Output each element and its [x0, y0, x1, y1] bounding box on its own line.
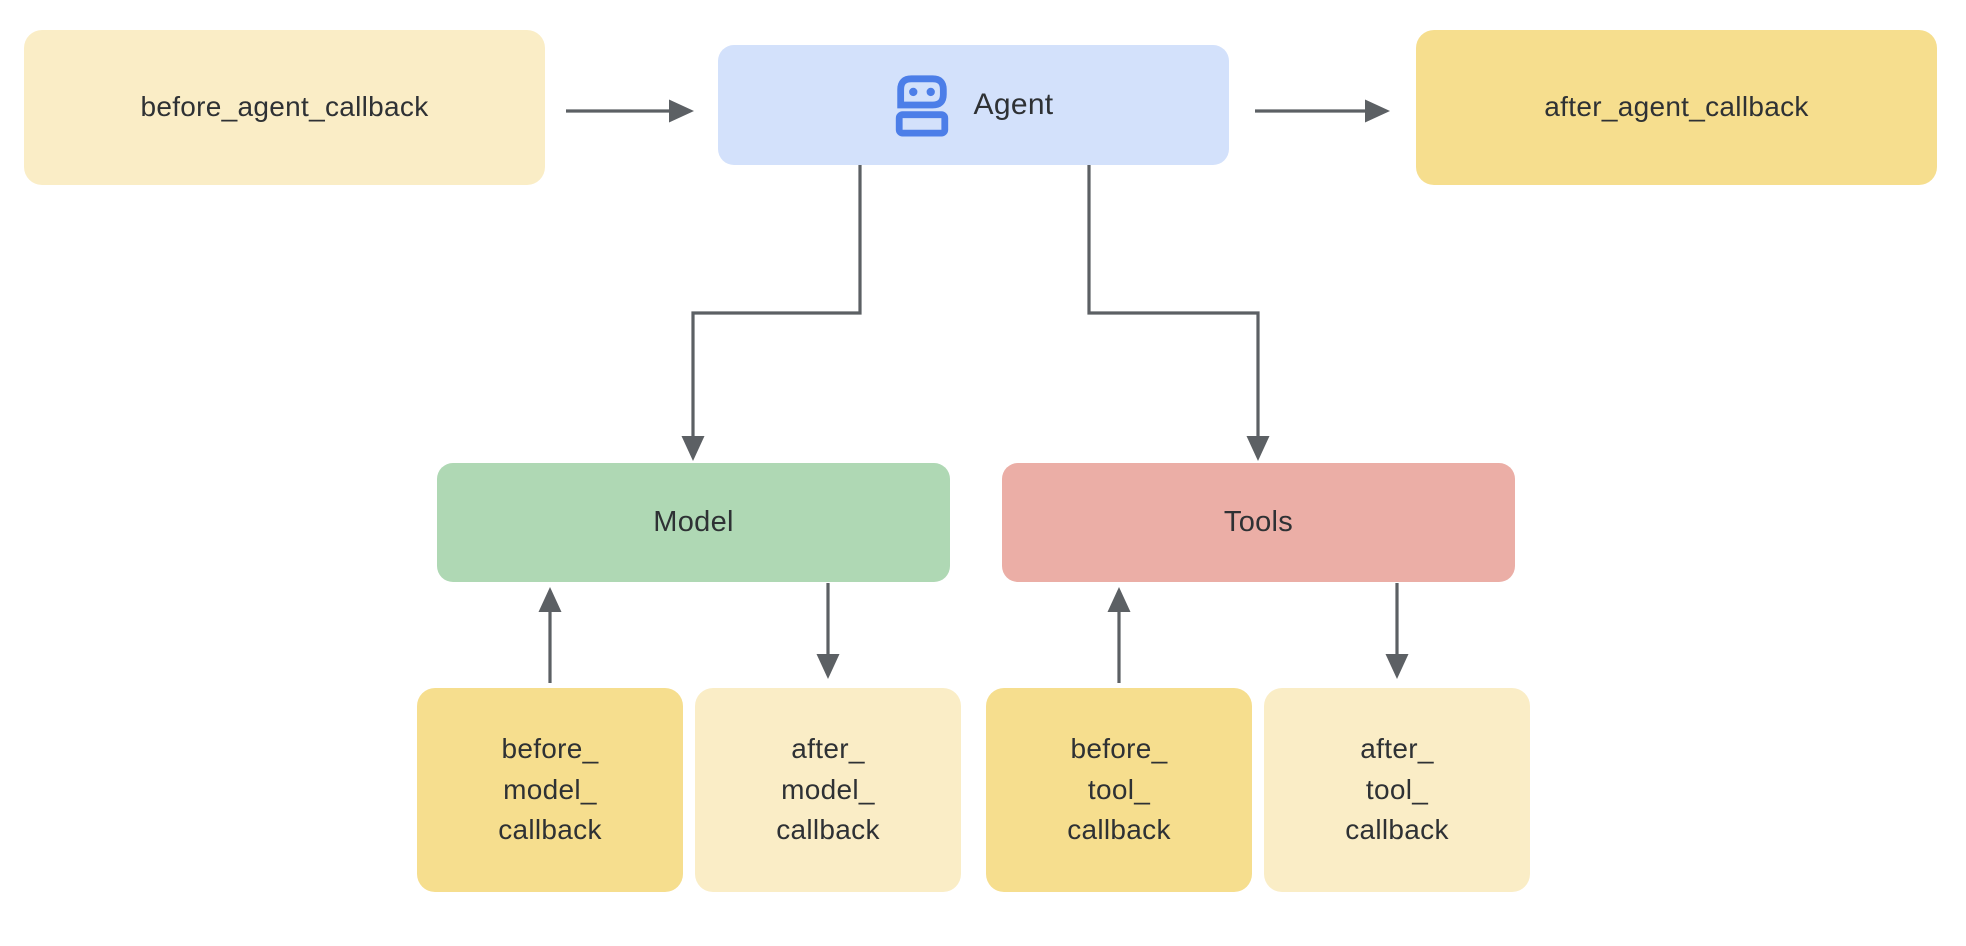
before-model-callback-box: before_ model_ callback	[417, 688, 683, 892]
after-agent-callback-box: after_agent_callback	[1416, 30, 1937, 185]
tools-box: Tools	[1002, 463, 1515, 582]
edge-agent-to-tools-line	[1087, 165, 1260, 440]
after-tool-callback-box: after_ tool_ callback	[1264, 688, 1530, 892]
before-agent-callback-box: before_agent_callback	[24, 30, 545, 185]
before-tool-callback-box-label: before_ tool_ callback	[1067, 733, 1171, 846]
agent-box: Agent	[718, 45, 1229, 165]
before-agent-callback-box-label: before_agent_callback	[140, 91, 429, 123]
agent-box-label: Agent	[973, 88, 1054, 122]
edge-agent-to-tools-arrowhead	[1246, 436, 1270, 461]
edge-before-tool-to-tools-arrowhead	[1107, 587, 1131, 612]
tools-box-label: Tools	[1223, 506, 1294, 539]
robot-icon	[895, 75, 948, 137]
model-box-label: Model	[653, 506, 734, 539]
edge-agent-to-after-agent-arrowhead	[1365, 99, 1390, 123]
after-model-callback-box: after_ model_ callback	[695, 688, 961, 892]
after-model-callback-box-label: after_ model_ callback	[776, 733, 880, 846]
after-tool-callback-box-label: after_ tool_ callback	[1345, 733, 1449, 846]
edge-model-to-after-model-arrowhead	[816, 654, 840, 679]
after-agent-callback-box-label: after_agent_callback	[1544, 91, 1809, 123]
edge-agent-to-model-line	[691, 165, 862, 440]
edge-before-model-to-model-arrowhead	[538, 587, 562, 612]
edge-tools-to-after-tool-arrowhead	[1385, 654, 1409, 679]
before-tool-callback-box: before_ tool_ callback	[986, 688, 1252, 892]
edge-agent-to-model-arrowhead	[681, 436, 705, 461]
edge-before-agent-to-agent-arrowhead	[669, 99, 694, 123]
before-model-callback-box-label: before_ model_ callback	[498, 733, 602, 846]
model-box: Model	[437, 463, 950, 582]
